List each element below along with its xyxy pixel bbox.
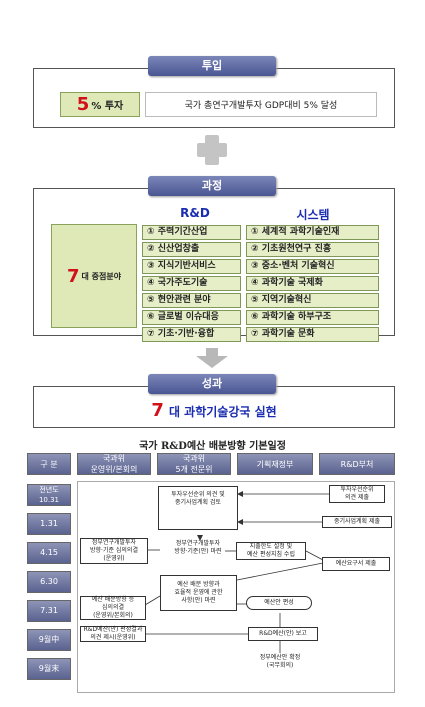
rd-item: ③ 지식기반서비스 bbox=[142, 259, 241, 274]
rd-item: ⑤ 현안관련 분야 bbox=[142, 293, 241, 308]
system-item: ⑥ 과학기술 하부구조 bbox=[246, 310, 379, 325]
box-allocation-resolution: 예산 배분방향 등 심의의결 (운영위/본회의) bbox=[80, 596, 146, 620]
box-rd-opinion: R&D예산(안) 편성결과 의견 제시(운영위) bbox=[80, 626, 146, 642]
box-midterm-submit: 중기사업계획 제출 bbox=[322, 516, 392, 528]
row-header: 7.31 bbox=[27, 600, 71, 622]
input-highlight-box: 5 % 투자 bbox=[60, 92, 140, 117]
outcome-goal: 7 대 과학기술강국 실현 bbox=[33, 400, 395, 421]
box-budget-final: 정부예산안 확정 (국무회의) bbox=[259, 654, 301, 669]
row-header: 4.15 bbox=[27, 542, 71, 564]
row-header: 전년도 10.31 bbox=[27, 484, 71, 506]
box-budget-request: 예산요구서 제출 bbox=[322, 557, 390, 571]
input-description: 국가 총연구개발투자 GDP대비 5% 달성 bbox=[184, 101, 338, 111]
rd-item: ① 주력기간산업 bbox=[142, 225, 241, 240]
input-highlight-text: % 투자 bbox=[91, 101, 124, 112]
box-allocation-plan: 예산 배분 방향과 효율적 운영에 관한 사항(안) 마련 bbox=[160, 575, 237, 611]
down-arrow-icon bbox=[196, 348, 228, 368]
system-item: ④ 과학기술 국제화 bbox=[246, 276, 379, 291]
system-item: ① 세계적 과학기술인재 bbox=[246, 225, 379, 240]
system-item: ② 기초원천연구 진흥 bbox=[246, 242, 379, 257]
rd-item: ⑥ 글로벌 이슈대응 bbox=[142, 310, 241, 325]
process-header: 과정 bbox=[148, 176, 276, 196]
row-header: 1.31 bbox=[27, 513, 71, 535]
key-areas-text: 대 중점분야 bbox=[81, 271, 122, 281]
input-header: 투입 bbox=[148, 56, 276, 76]
outcome-goal-text: 대 과학기술강국 실현 bbox=[168, 405, 277, 419]
row-header: 6.30 bbox=[27, 571, 71, 593]
system-item: ⑦ 과학기술 문화 bbox=[246, 327, 379, 342]
box-priority-review: 투자우선순위 의견 및 중기사업계획 검토 bbox=[158, 486, 238, 530]
rd-item: ② 신산업창출 bbox=[142, 242, 241, 257]
col-header-steering: 국과위 운영위/본회의 bbox=[77, 453, 151, 475]
row-header: 9월中 bbox=[27, 629, 71, 651]
key-areas-box: 7 대 중점분야 bbox=[51, 224, 137, 328]
col-header-expert: 국과위 5개 전문위 bbox=[157, 453, 231, 475]
system-title: 시스템 bbox=[296, 208, 330, 222]
rd-item: ⑦ 기초·기반·융합 bbox=[142, 327, 241, 342]
row-header: 9월末 bbox=[27, 658, 71, 680]
box-spending-limit: 지출한도 설정 및 예산 편성지침 수립 bbox=[236, 542, 306, 560]
schedule-area bbox=[77, 481, 395, 693]
box-rd-report: R&D예산(안) 보고 bbox=[248, 627, 318, 641]
box-direction-resolution: 정부연구개발투자 방향·기준 심의의결 (운영위) bbox=[80, 538, 148, 564]
system-item-list: ① 세계적 과학기술인재 ② 기초원천연구 진흥 ③ 중소·벤처 기술혁신 ④ … bbox=[246, 225, 379, 342]
rd-item-list: ① 주력기간산업 ② 신산업창출 ③ 지식기반서비스 ④ 국가주도기술 ⑤ 현안… bbox=[142, 225, 241, 342]
input-description-box: 국가 총연구개발투자 GDP대비 5% 달성 bbox=[145, 92, 377, 117]
col-header-category: 구 분 bbox=[27, 453, 71, 475]
schedule-title: 국가 R&D예산 배분방향 기본일정 bbox=[139, 441, 286, 452]
key-areas-number: 7 bbox=[66, 265, 80, 287]
outcome-goal-number: 7 bbox=[151, 400, 164, 421]
box-priority-submit: 투자우선순위 의견 제출 bbox=[329, 485, 385, 503]
col-header-finance: 기획재정부 bbox=[237, 453, 313, 475]
input-highlight-number: 5 bbox=[76, 94, 90, 115]
box-budget-drafting: 예산안 편성 bbox=[246, 596, 312, 610]
system-item: ⑤ 지역기술혁신 bbox=[246, 293, 379, 308]
rd-item: ④ 국가주도기술 bbox=[142, 276, 241, 291]
rd-title: R&D bbox=[180, 206, 210, 220]
col-header-ministries: R&D부처 bbox=[319, 453, 395, 475]
system-item: ③ 중소·벤처 기술혁신 bbox=[246, 259, 379, 274]
outcome-header: 성과 bbox=[148, 374, 276, 394]
box-investment-direction: 정부연구개발투자 방향·기준(안) 마련 bbox=[174, 540, 222, 555]
